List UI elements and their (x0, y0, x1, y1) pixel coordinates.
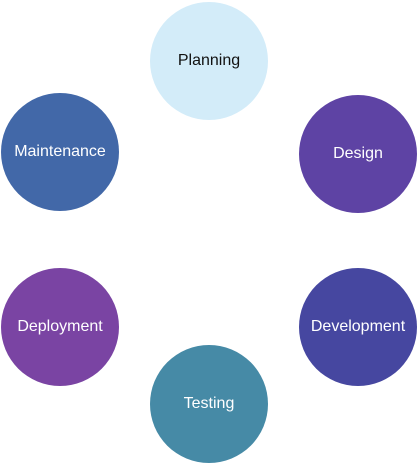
node-design-label: Design (333, 145, 383, 162)
node-maintenance-label: Maintenance (14, 143, 106, 160)
node-maintenance: Maintenance (1, 93, 119, 211)
node-design: Design (299, 95, 417, 213)
node-planning: Planning (150, 2, 268, 120)
node-deployment: Deployment (1, 268, 119, 386)
node-testing-label: Testing (183, 395, 235, 412)
node-development: Development (299, 268, 417, 386)
node-deployment-label: Deployment (17, 318, 103, 335)
node-planning-label: Planning (177, 52, 241, 69)
node-development-label: Development (310, 318, 406, 335)
node-testing: Testing (150, 345, 268, 463)
